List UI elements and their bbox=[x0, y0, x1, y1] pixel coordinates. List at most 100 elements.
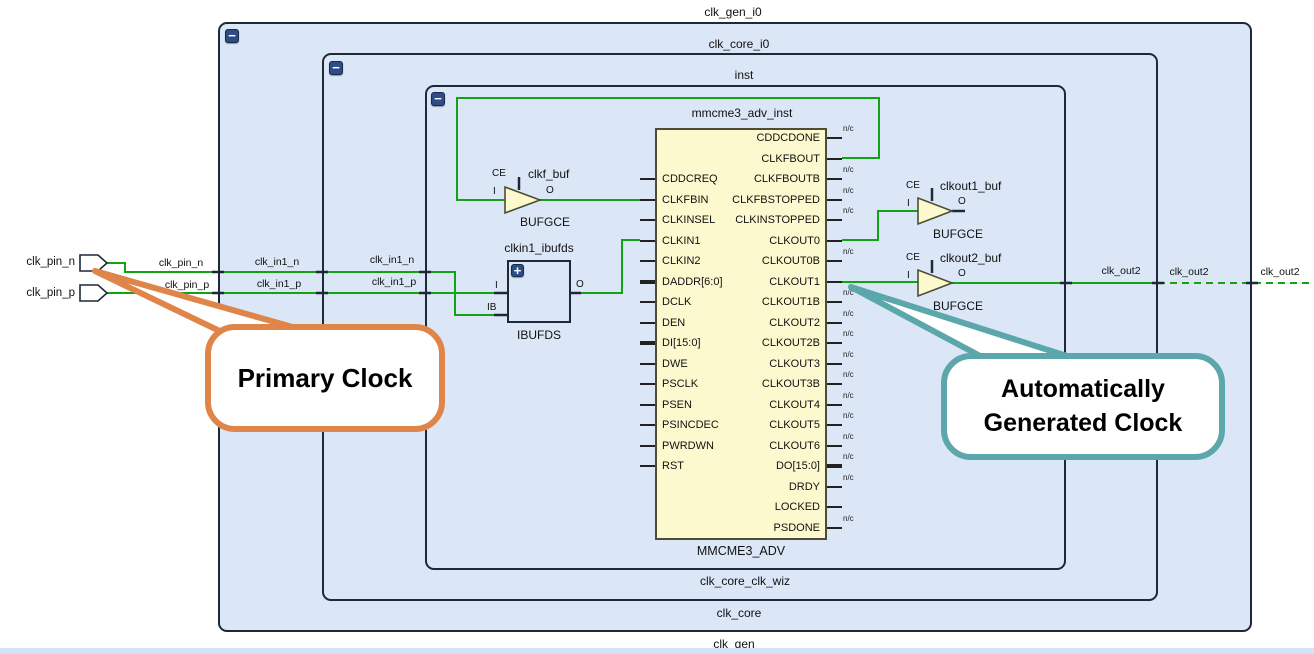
clkf-buf-symbol[interactable] bbox=[504, 185, 543, 215]
pin-stub[interactable] bbox=[827, 444, 842, 447]
clkout1-buf-i-label: I bbox=[907, 198, 910, 209]
pin-stub[interactable] bbox=[640, 279, 655, 284]
clkf-buf-instance-label: clkf_buf bbox=[528, 167, 570, 181]
mmcme-pin-label: CLKINSTOPPED bbox=[735, 214, 820, 226]
mmcme-pin-label: PSCLK bbox=[662, 378, 699, 390]
clkf-buf-ce-label: CE bbox=[492, 168, 506, 179]
mmcme-pin-label: DADDR[6:0] bbox=[662, 275, 723, 288]
pin-stub[interactable] bbox=[640, 301, 655, 303]
pin-stub[interactable] bbox=[827, 178, 842, 180]
pin-stub[interactable] bbox=[640, 260, 655, 262]
pin-stub[interactable] bbox=[640, 362, 655, 365]
clkout1-buf-ce-label: CE bbox=[906, 180, 920, 191]
mmcme-pin-label: CLKOUT3B bbox=[761, 378, 820, 390]
collapse-button-clk-core[interactable]: − bbox=[329, 61, 343, 75]
collapse-icon: − bbox=[332, 60, 340, 75]
expand-icon: + bbox=[513, 263, 522, 278]
expand-button-ibufds[interactable]: + bbox=[511, 264, 524, 277]
pin-stub[interactable] bbox=[827, 485, 842, 488]
ibufds-pin-ib-label: IB bbox=[487, 302, 497, 313]
ports[interactable] bbox=[79, 254, 109, 302]
pin-stub[interactable] bbox=[640, 321, 655, 324]
net-label-clk-in1-p: clk_in1_p bbox=[256, 278, 302, 290]
pin-stub[interactable] bbox=[827, 137, 842, 139]
nc-label: n/c bbox=[843, 124, 854, 133]
net-clk-in1-n[interactable] bbox=[103, 262, 494, 316]
pin-stub[interactable] bbox=[827, 239, 842, 242]
clkout1-buf-cell-label: BUFGCE bbox=[932, 227, 983, 241]
pin-stub[interactable] bbox=[827, 219, 842, 221]
collapse-button-clk-gen[interactable]: − bbox=[225, 29, 239, 43]
pin-stub[interactable] bbox=[827, 280, 842, 283]
generated-callout-tail bbox=[848, 284, 1073, 360]
nc-label: n/c bbox=[843, 288, 854, 297]
port-symbol-clk-pin-p[interactable] bbox=[79, 284, 109, 302]
clkout1-buf-symbol[interactable] bbox=[917, 196, 955, 226]
clkout2-buf-symbol[interactable] bbox=[917, 268, 955, 298]
net-label-clk-in1-p: clk_in1_p bbox=[371, 276, 417, 288]
pin-stub[interactable] bbox=[827, 321, 842, 324]
ibufds-block[interactable] bbox=[507, 260, 571, 323]
pin-stub[interactable] bbox=[827, 157, 842, 160]
pin-stub[interactable] bbox=[640, 178, 655, 180]
pin-stub[interactable] bbox=[827, 464, 842, 468]
net-clk-in1-to-clkin1[interactable] bbox=[581, 239, 640, 294]
clkout2-buf-o-label: O bbox=[958, 268, 966, 279]
pin-stub[interactable] bbox=[827, 301, 842, 303]
mmcme-pin-label: DCLK bbox=[662, 296, 692, 308]
port-symbol-clk-pin-n[interactable] bbox=[79, 254, 109, 272]
mmcme-pin-label: CDDCREQ bbox=[662, 173, 718, 185]
collapse-button-inst[interactable]: − bbox=[431, 92, 445, 106]
nc-label: n/c bbox=[843, 472, 854, 482]
pin-stub[interactable] bbox=[827, 383, 842, 385]
primary-clock-callout-text: Primary Clock bbox=[237, 362, 413, 393]
mmcme-pin-label: LOCKED bbox=[774, 501, 820, 513]
clkout1-buf-o-label: O bbox=[958, 196, 966, 207]
pin-stub[interactable] bbox=[827, 198, 842, 201]
net-clkout0-to-buf1[interactable] bbox=[842, 210, 918, 241]
pin-stub[interactable] bbox=[640, 403, 655, 406]
pin-stub[interactable] bbox=[640, 444, 655, 447]
pin-stub[interactable] bbox=[827, 342, 842, 344]
primary-clock-callout: Primary Clock bbox=[205, 324, 445, 432]
mmcme-pin-label: CLKFBSTOPPED bbox=[732, 193, 820, 206]
pin-stub[interactable] bbox=[827, 526, 842, 529]
pin-stub[interactable] bbox=[827, 506, 842, 508]
mmcme-pin-label: PSINCDEC bbox=[662, 419, 719, 431]
pin-stub[interactable] bbox=[640, 341, 655, 345]
generated-clock-callout-line2: Generated Clock bbox=[983, 408, 1183, 437]
clkout2-buf-instance-label: clkout2_buf bbox=[940, 251, 1002, 265]
mmcme-pin-label: CLKOUT4 bbox=[769, 398, 820, 411]
pin-stub[interactable] bbox=[827, 424, 842, 426]
bottom-panel-edge bbox=[0, 648, 1314, 654]
pin-stub[interactable] bbox=[827, 403, 842, 406]
clkout1-buf-instance-label: clkout1_buf bbox=[940, 179, 1002, 193]
mmcme-block[interactable] bbox=[655, 128, 827, 540]
pin-stub[interactable] bbox=[640, 219, 655, 221]
net-clkfbout-feedback[interactable] bbox=[456, 97, 880, 201]
nc-label: n/c bbox=[843, 349, 854, 359]
mmcme-pin-label: CLKIN2 bbox=[662, 255, 701, 267]
pin-stub[interactable] bbox=[827, 362, 842, 365]
mmcme-pin-label: CLKOUT0B bbox=[761, 255, 820, 267]
pin-stub[interactable] bbox=[640, 383, 655, 385]
nc-label: n/c bbox=[843, 513, 854, 523]
pin-stub[interactable] bbox=[640, 424, 655, 426]
nc-label: n/c bbox=[843, 329, 854, 338]
clkf-buf-i-label: I bbox=[493, 186, 496, 197]
buffer-symbols[interactable] bbox=[504, 185, 955, 298]
boundary-pins[interactable] bbox=[212, 177, 1258, 317]
mmcme-pin-label: PWRDWN bbox=[662, 439, 714, 452]
nc-label: n/c bbox=[843, 247, 854, 256]
pin-stub[interactable] bbox=[640, 239, 655, 242]
label-clk-core-clk-wiz: clk_core_clk_wiz bbox=[699, 574, 791, 588]
label-clk-gen: clk_gen bbox=[713, 637, 755, 651]
pin-stub[interactable] bbox=[827, 260, 842, 262]
mmcme-pin-label: CLKOUT1 bbox=[769, 275, 820, 288]
pin-stub[interactable] bbox=[640, 198, 655, 201]
net-label-clk-in1-n: clk_in1_n bbox=[254, 256, 300, 268]
generated-clock-callout-line1: Automatically bbox=[1001, 374, 1165, 403]
pin-stub[interactable] bbox=[640, 465, 655, 467]
